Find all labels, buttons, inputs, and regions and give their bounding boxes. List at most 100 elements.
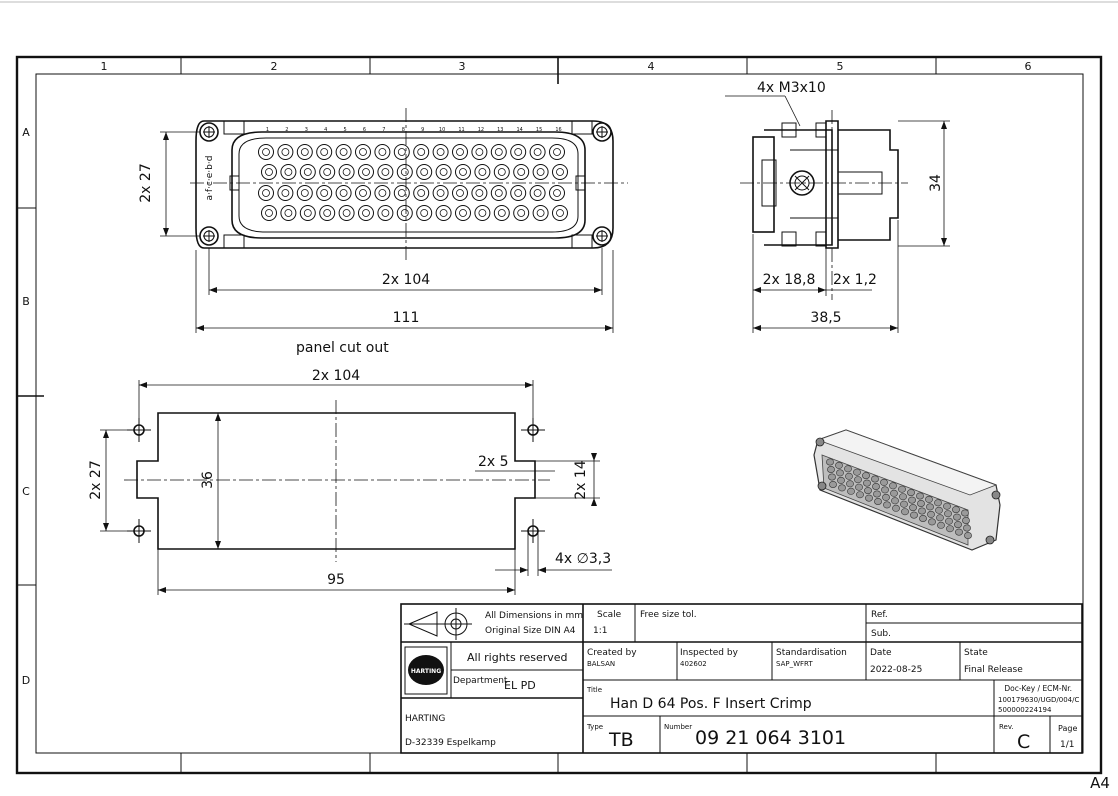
- contact-pin: [553, 148, 561, 156]
- panel-cutout: [124, 400, 550, 562]
- iso-contact: [953, 513, 961, 521]
- pin-number: 9: [421, 127, 424, 133]
- contact-cavity: [452, 144, 468, 160]
- column-label: 1: [101, 60, 108, 73]
- contact-cavity: [319, 164, 336, 180]
- sheet-size-label: A4: [1090, 774, 1110, 792]
- iso-contact: [944, 510, 952, 518]
- contact-cavity: [377, 164, 394, 180]
- type-value: TB: [608, 729, 634, 751]
- iso-contact: [890, 489, 898, 497]
- contact-cavity: [374, 144, 391, 160]
- contact-cavity: [471, 185, 488, 201]
- iso-contact: [898, 485, 906, 493]
- front-width-dimension: 111: [393, 310, 420, 326]
- iso-contact: [908, 496, 916, 504]
- contact-pin: [359, 148, 367, 156]
- column-label: 6: [1025, 60, 1032, 73]
- screw-callout: 4x M3x10: [757, 80, 826, 96]
- contact-pin: [381, 209, 390, 217]
- contact-pin: [262, 148, 270, 156]
- inspected-label: Inspected by: [680, 648, 739, 658]
- iso-contact: [961, 509, 969, 517]
- contact-cavity: [280, 164, 297, 180]
- cutout-dimensions: [100, 380, 612, 595]
- side-depth-dimension: 2x 18,8: [763, 272, 816, 288]
- contact-pin: [323, 168, 332, 176]
- contact-cavity: [513, 164, 530, 180]
- iso-contact: [835, 461, 843, 469]
- contact-cavity: [416, 205, 433, 221]
- contact-pin: [536, 168, 545, 176]
- created-value: BALSAN: [587, 660, 615, 668]
- dockey-label: Doc-Key / ECM-Nr.: [1004, 684, 1072, 693]
- contact-pin: [514, 148, 523, 156]
- contact-pin: [514, 189, 523, 197]
- pin-number: 1: [266, 127, 269, 133]
- isometric-contacts: [826, 458, 972, 539]
- contact-pin: [475, 189, 484, 197]
- contact-cavity: [338, 205, 355, 221]
- date-label: Date: [870, 648, 892, 658]
- iso-contact: [873, 490, 881, 498]
- contact-cavity: [549, 144, 565, 160]
- iso-contact: [916, 492, 924, 500]
- contact-pin: [339, 189, 348, 197]
- cutout-notch-width: 2x 5: [478, 454, 509, 470]
- contact-cavity: [299, 205, 316, 221]
- contact-cavity: [532, 205, 549, 221]
- contact-cavity: [510, 185, 527, 201]
- iso-contact: [917, 499, 925, 507]
- iso-contact: [919, 514, 927, 522]
- contact-pin: [400, 168, 409, 176]
- company-address: D-32339 Espelkamp: [405, 738, 496, 748]
- iso-contact: [954, 521, 962, 529]
- harting-logo-text: HARTING: [411, 668, 441, 675]
- drawing-title: Han D 64 Pos. F Insert Crimp: [610, 696, 812, 712]
- department-value: EL PD: [504, 679, 536, 692]
- sub-label: Sub.: [871, 629, 891, 639]
- row-label: D: [22, 674, 30, 687]
- column-label: 2: [271, 60, 278, 73]
- contact-pin: [436, 148, 445, 156]
- iso-contact: [937, 521, 945, 529]
- contact-pin: [420, 168, 429, 176]
- contact-pin: [265, 168, 273, 176]
- contact-cavity: [529, 144, 546, 160]
- column-grid: [180, 57, 937, 773]
- contact-pin: [359, 189, 367, 197]
- front-dimensions: [160, 131, 614, 333]
- rights-note: All rights reserved: [467, 651, 568, 664]
- contact-cavity: [532, 164, 549, 180]
- iso-contact: [909, 504, 917, 512]
- contact-cavity: [452, 185, 468, 201]
- iso-contact: [935, 506, 943, 514]
- contact-cavity: [335, 144, 352, 160]
- contact-cavity: [510, 144, 527, 160]
- iso-contact: [952, 506, 960, 514]
- pin-number: 14: [517, 127, 523, 133]
- department-label: Department: [453, 676, 508, 686]
- side-flange-dimension: 2x 1,2: [833, 272, 877, 288]
- pin-number: 16: [555, 127, 561, 133]
- contact-cavity: [396, 205, 413, 221]
- pin-number: 15: [536, 127, 542, 133]
- column-label: 4: [648, 60, 655, 73]
- contact-pin: [478, 168, 487, 176]
- contact-cavity: [493, 205, 510, 221]
- contact-cavity: [299, 164, 316, 180]
- contact-pin: [456, 189, 464, 197]
- contact-pin: [459, 168, 467, 176]
- type-label: Type: [586, 723, 603, 731]
- contact-pin: [478, 209, 487, 217]
- scale-label: Scale: [597, 610, 622, 620]
- contact-cavity: [490, 144, 507, 160]
- rev-label: Rev.: [999, 723, 1014, 731]
- side-total-dimension: 38,5: [810, 310, 841, 326]
- company-name: HARTING: [405, 714, 445, 724]
- pin-number: 10: [439, 127, 445, 133]
- iso-contact: [892, 504, 900, 512]
- cutout-hole-height: 2x 27: [88, 460, 104, 499]
- side-height-dimension: 34: [928, 174, 944, 192]
- contact-pin: [459, 209, 467, 217]
